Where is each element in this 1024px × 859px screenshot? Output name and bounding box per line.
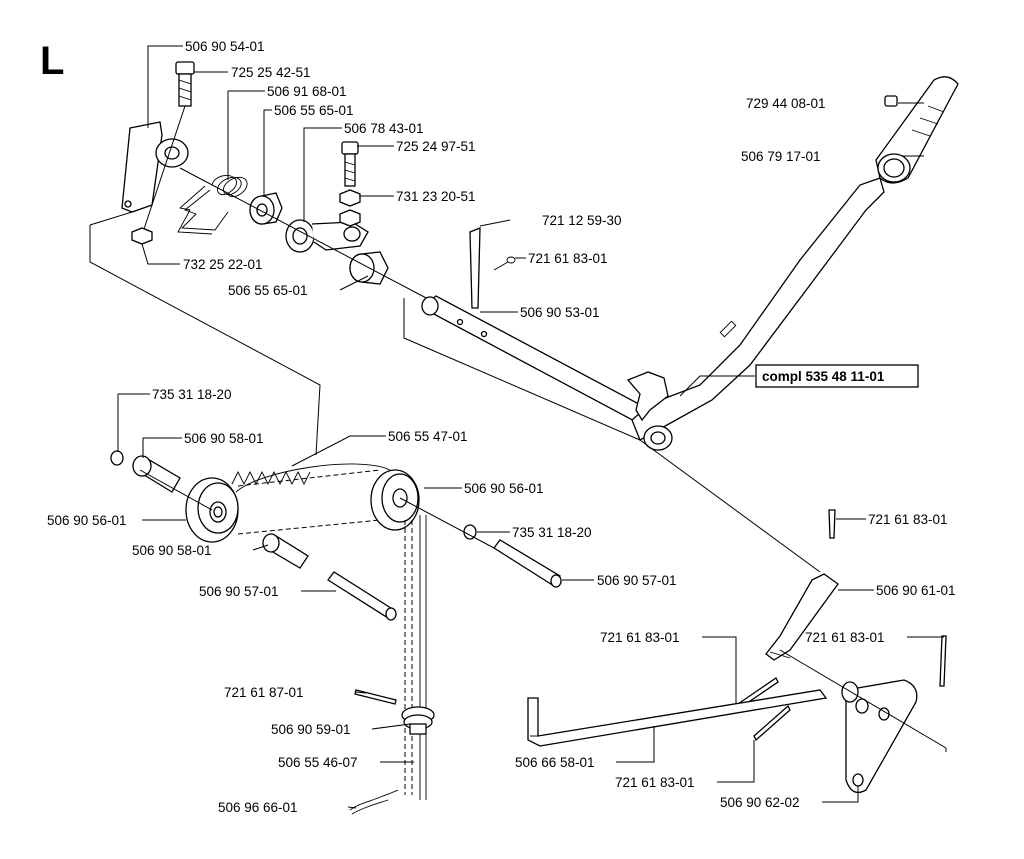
part-label: 506 90 57-01 [199,584,279,599]
part-label: 506 90 56-01 [464,481,544,496]
section-letter: L [40,39,64,83]
part-label: 506 55 65-01 [228,283,308,298]
part-label: 506 90 62-02 [720,795,800,810]
part-label: 729 44 08-01 [746,96,826,111]
part-label: 506 66 58-01 [515,755,595,770]
part-label: 506 90 58-01 [132,543,212,558]
part-label: 735 31 18-20 [152,387,232,402]
part-label: 721 61 83-01 [868,512,948,527]
part-label: 721 12 59-30 [542,213,622,228]
part-label: 506 78 43-01 [344,121,424,136]
part-label: 721 61 83-01 [615,775,695,790]
assembly-label: compl 535 48 11-01 [762,369,885,384]
lower-linkage-drawing [527,509,947,794]
part-labels: 506 90 54-01 725 25 42-51 506 91 68-01 5… [47,39,956,815]
part-label: 506 90 53-01 [520,305,600,320]
part-label: 506 90 54-01 [185,39,265,54]
part-label: 725 25 42-51 [231,65,311,80]
part-label: 506 55 47-01 [388,429,468,444]
lever-arm-drawing [89,76,959,573]
part-label: 506 90 57-01 [597,573,677,588]
part-label: 506 90 58-01 [184,431,264,446]
part-label: 725 24 97-51 [396,139,476,154]
part-label: 506 79 17-01 [741,149,821,164]
part-label: 731 23 20-51 [396,189,476,204]
part-label: 735 31 18-20 [512,525,592,540]
part-label: 732 25 22-01 [183,257,263,272]
part-label: 721 61 83-01 [528,251,608,266]
part-label: 506 90 56-01 [47,513,127,528]
part-label: 506 90 61-01 [876,583,956,598]
assembly-box [755,364,919,388]
pulley-belt-drawing [110,450,562,815]
part-label: 506 91 68-01 [267,84,347,99]
pivot-bracket-drawing [121,61,431,301]
part-label: 506 90 59-01 [271,722,351,737]
leader-lines [117,45,944,809]
part-label: 721 61 87-01 [224,685,304,700]
part-label: 506 55 65-01 [274,103,354,118]
part-label: 506 55 46-07 [278,755,358,770]
part-label: 721 61 83-01 [600,630,680,645]
part-label: 506 96 66-01 [218,800,298,815]
part-label: 721 61 83-01 [805,630,885,645]
